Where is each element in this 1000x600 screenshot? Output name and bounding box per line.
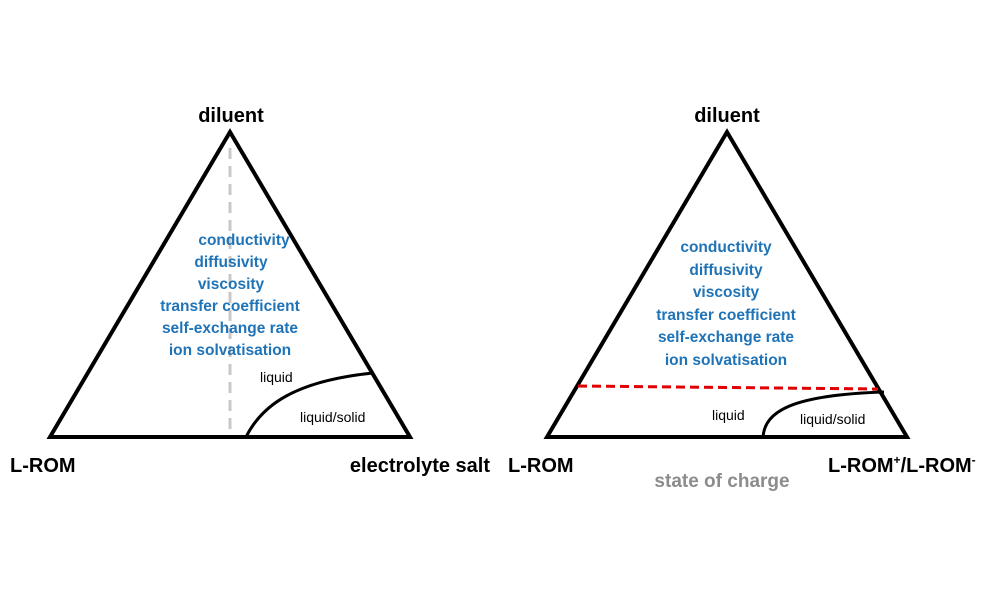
right-bottom-right-separator: /L-ROM <box>901 455 972 477</box>
left-property-viscosity: viscosity <box>198 276 265 293</box>
left-bottom-left-label: L-ROM <box>10 455 76 477</box>
right-property-conductivity: conductivity <box>680 239 772 256</box>
right-triangle <box>543 128 911 439</box>
left-region-liquid-label: liquid <box>260 369 293 385</box>
right-region-liquid-label: liquid <box>712 407 745 423</box>
left-bottom-right-label: electrolyte salt <box>350 455 490 477</box>
left-ternary-diagram: diluent L-ROM electrolyte salt conductiv… <box>10 105 490 477</box>
left-property-conductivity: conductivity <box>198 232 290 249</box>
left-property-ion-solvatisation: ion solvatisation <box>169 342 291 359</box>
left-region-liquid-solid-label: liquid/solid <box>300 409 365 425</box>
left-property-diffusivity: diffusivity <box>194 254 268 271</box>
right-bottom-right-sup-plus: + <box>894 453 901 467</box>
right-region-liquid-solid-label: liquid/solid <box>800 411 865 427</box>
left-triangle <box>46 128 414 439</box>
right-dashed-horizontal-line <box>577 384 879 391</box>
right-bottom-right-base: L-ROM <box>828 455 894 477</box>
right-property-viscosity: viscosity <box>693 284 760 301</box>
left-top-label: diluent <box>198 105 264 127</box>
left-phase-boundary-curve <box>244 371 374 438</box>
right-property-transfer-coefficient: transfer coefficient <box>656 307 796 324</box>
right-property-ion-solvatisation: ion solvatisation <box>665 352 787 369</box>
right-ternary-diagram: diluent L-ROM L-ROM+/L-ROM- state of cha… <box>508 105 976 492</box>
right-axis-label: state of charge <box>654 471 789 492</box>
right-top-label: diluent <box>694 105 760 127</box>
right-bottom-right-label: L-ROM+/L-ROM- <box>828 453 976 477</box>
right-property-diffusivity: diffusivity <box>689 262 763 279</box>
left-property-transfer-coefficient: transfer coefficient <box>160 298 300 315</box>
right-property-self-exchange-rate: self-exchange rate <box>658 329 794 346</box>
right-bottom-left-label: L-ROM <box>508 455 574 477</box>
right-phase-boundary-curve <box>761 390 885 438</box>
right-bottom-right-sup-minus: - <box>972 453 976 467</box>
left-property-self-exchange-rate: self-exchange rate <box>162 320 298 337</box>
